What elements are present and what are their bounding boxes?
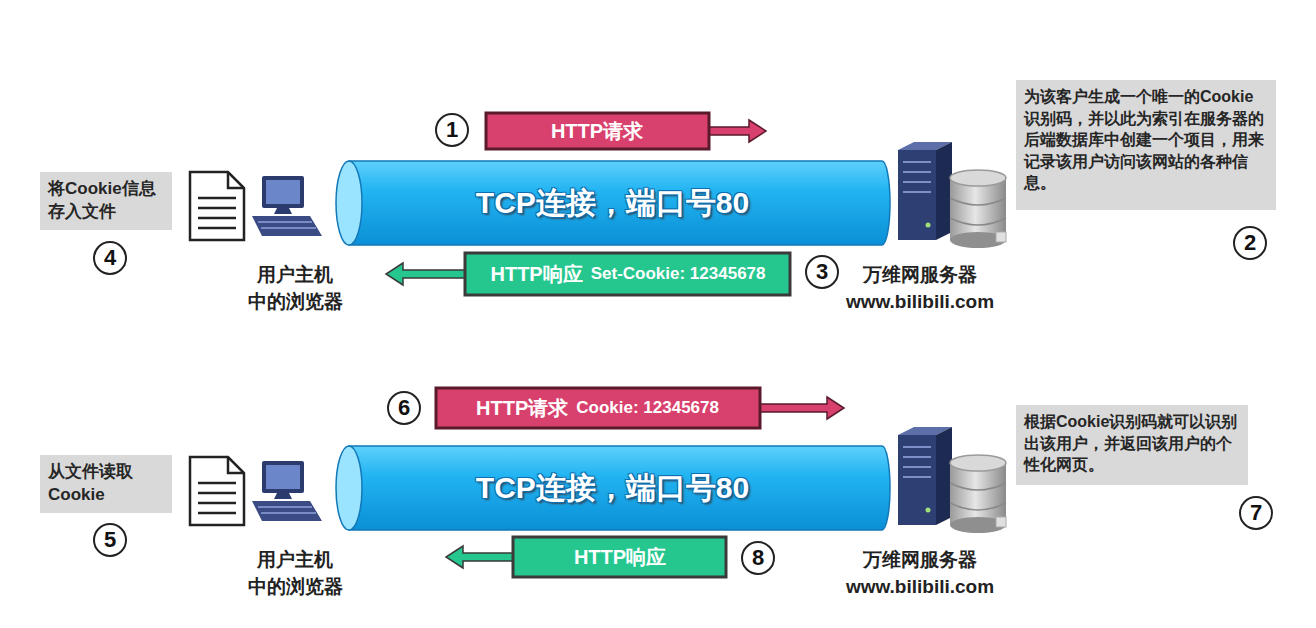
note-box: 为该客户生成一个唯一的Cookie识别码，并以此为索引在服务器的后端数据库中创建… (1016, 80, 1276, 210)
callout-number: 4 (93, 241, 127, 275)
keys (258, 222, 316, 228)
arrow-head (758, 397, 844, 419)
monitor (262, 461, 304, 493)
stand (274, 493, 292, 499)
callout-number: 6 (387, 391, 421, 425)
arrow-label: HTTP请求 (551, 118, 643, 145)
arrow-body (465, 253, 790, 295)
server-icon (898, 427, 952, 525)
screen (266, 465, 300, 489)
db-bottom (950, 232, 1006, 248)
server-side (936, 427, 952, 525)
file-page (190, 457, 244, 525)
callout-number: 8 (741, 541, 775, 575)
device-label: 万维网服务器 www.bilibili.com (832, 547, 1008, 600)
note-text: 为该客户生成一个唯一的Cookie识别码，并以此为索引在服务器的后端数据库中创建… (1024, 86, 1268, 194)
tube-label: TCP连接，端口号80 (476, 183, 749, 224)
callout-digit: 6 (398, 395, 410, 421)
callout-digit: 4 (104, 245, 116, 271)
arrow-label: HTTP请求 (476, 395, 568, 422)
callout-number: 5 (93, 523, 127, 557)
device-label: 用户主机 中的浏览器 (240, 262, 350, 315)
server-slots (903, 447, 931, 477)
arrow-head (386, 263, 467, 285)
note-box: 根据Cookie识别码就可以识别出该用户，并返回该用户的个性化网页。 (1016, 405, 1248, 485)
callout-number: 3 (805, 255, 839, 289)
arrow-label: HTTP响应 (574, 544, 666, 571)
server-side (936, 142, 952, 240)
response-arrow: HTTP响应 Set-Cookie: 12345678 (385, 251, 791, 297)
arrow-label: HTTP响应 (490, 261, 582, 288)
file-lines (198, 483, 236, 513)
tcp-tube: TCP连接，端口号80 (335, 445, 890, 531)
computer-icon (252, 461, 322, 521)
row-icons (190, 427, 1006, 533)
server-light (926, 223, 931, 228)
arrow-head (446, 546, 515, 568)
db-rings (950, 483, 1006, 510)
response-arrow: HTTP响应 (445, 535, 727, 579)
note-text: 将Cookie信息 存入文件 (48, 178, 164, 224)
tube-body (349, 446, 890, 530)
tube-label: TCP连接，端口号80 (476, 468, 749, 509)
server-front (898, 435, 936, 525)
stand (274, 208, 292, 214)
note-box: 将Cookie信息 存入文件 (40, 172, 172, 230)
arrow-label: Set-Cookie: 12345678 (591, 264, 766, 284)
note-text: 根据Cookie识别码就可以识别出该用户，并返回该用户的个性化网页。 (1024, 411, 1240, 476)
db-body (950, 463, 1006, 525)
device-label: 用户主机 中的浏览器 (240, 547, 350, 600)
request-arrow: HTTP请求 (485, 111, 767, 151)
file-page (190, 172, 244, 240)
keyboard (252, 216, 322, 236)
device-label: 万维网服务器 www.bilibili.com (832, 262, 1008, 315)
file-icon (190, 172, 244, 240)
file-fold (228, 457, 244, 473)
database-icon (950, 455, 1006, 533)
callout-digit: 7 (1250, 500, 1262, 526)
callout-digit: 1 (446, 117, 458, 143)
callout-number: 7 (1239, 496, 1273, 530)
tube-opening (336, 161, 362, 245)
server-icon (898, 142, 952, 240)
db-cube (996, 232, 1006, 242)
tube-opening (336, 446, 362, 530)
database-icon (950, 170, 1006, 248)
db-bottom (950, 517, 1006, 533)
row-icons (190, 142, 1006, 248)
arrow-body (513, 537, 726, 577)
db-cube (996, 517, 1006, 527)
arrow-head (707, 120, 766, 142)
computer-icon (252, 176, 322, 236)
file-icon (190, 457, 244, 525)
db-body (950, 178, 1006, 240)
server-slots (903, 162, 931, 192)
callout-digit: 2 (1244, 230, 1256, 256)
callout-digit: 3 (816, 259, 828, 285)
tube-body (349, 161, 890, 245)
note-box: 从文件读取 Cookie (40, 455, 172, 513)
db-top (950, 170, 1006, 186)
callout-number: 1 (435, 113, 469, 147)
callout-digit: 8 (752, 545, 764, 571)
file-fold (228, 172, 244, 188)
note-text: 从文件读取 Cookie (48, 461, 164, 507)
keys (258, 507, 316, 513)
screen (266, 180, 300, 204)
arrow-body (436, 388, 760, 428)
callout-digit: 5 (104, 527, 116, 553)
arrow-label: Cookie: 12345678 (576, 398, 719, 418)
db-rings (950, 198, 1006, 225)
server-light (926, 508, 931, 513)
callout-number: 2 (1233, 226, 1267, 260)
db-top (950, 455, 1006, 471)
arrow-body (486, 113, 709, 149)
file-lines (198, 198, 236, 228)
keyboard (252, 501, 322, 521)
request-arrow: HTTP请求 Cookie: 12345678 (435, 386, 845, 430)
monitor (262, 176, 304, 208)
server-front (898, 150, 936, 240)
tcp-tube: TCP连接，端口号80 (335, 160, 890, 246)
